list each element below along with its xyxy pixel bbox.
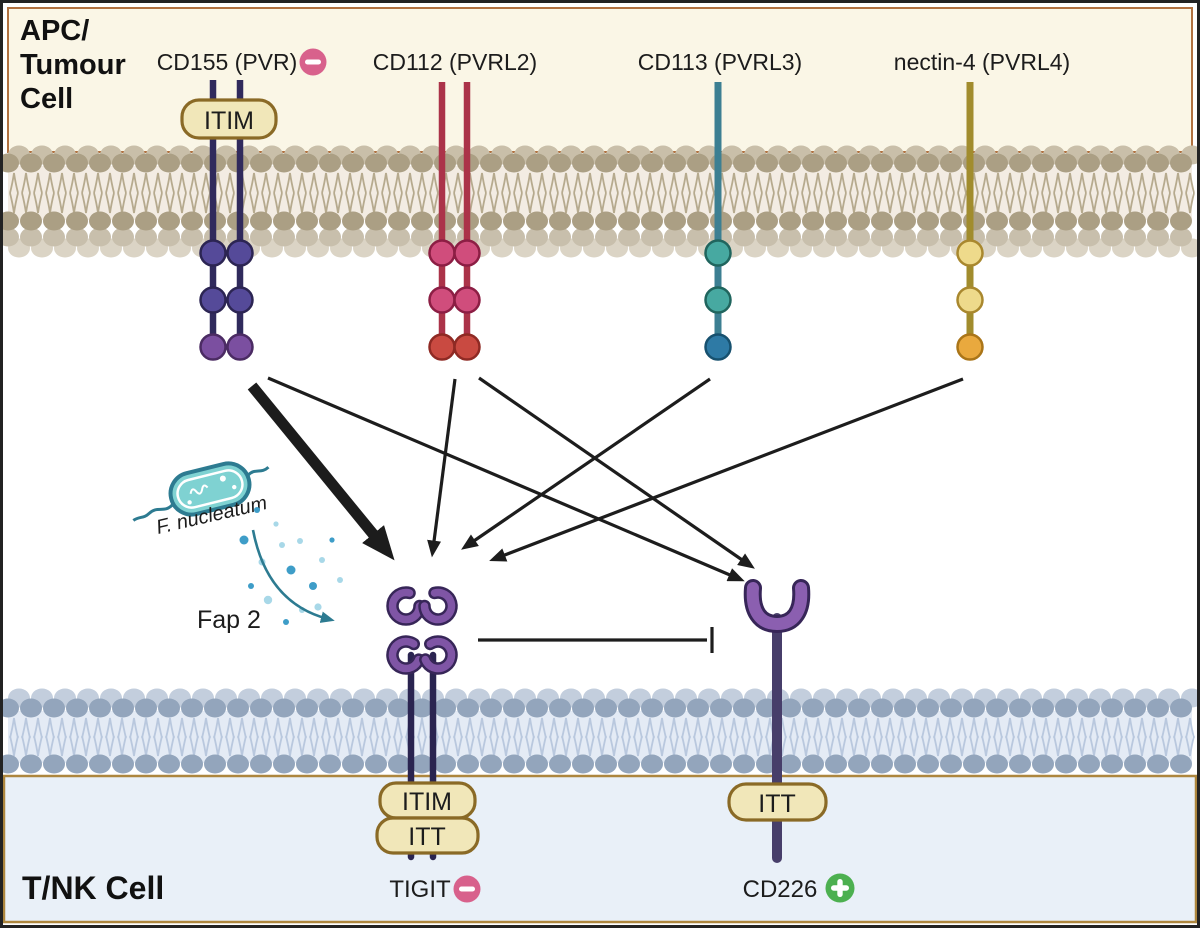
cd112-ig-domains (428, 239, 481, 361)
plus-icon (825, 873, 855, 903)
interaction-arrows (247, 376, 964, 653)
flagellum-right (246, 466, 270, 477)
cd226-label: CD226 (743, 876, 818, 903)
cd155-ig-domains (199, 239, 254, 361)
minus-icon (453, 875, 481, 903)
arrow-cd112-to-cd226 (478, 376, 755, 569)
itt-label-tigit: ITT (408, 823, 446, 851)
cd226-cup (746, 582, 808, 631)
arrow-cd112-to-tigit (427, 378, 457, 558)
tigit-label: TIGIT (389, 876, 451, 903)
bacterium-squiggle (189, 484, 209, 495)
apc-membrane (0, 145, 1200, 258)
cd113-label: CD113 (PVRL3) (638, 49, 802, 75)
nectin4-label: nectin-4 (PVRL4) (894, 49, 1070, 75)
ligand-nectin4 (956, 82, 984, 361)
fap2-label: Fap 2 (197, 606, 261, 634)
nectin4-ig-domains (956, 239, 984, 361)
tnk-cell-label: T/NK Cell (22, 870, 164, 906)
receptor-tigit: ITIM ITT (375, 586, 480, 861)
ligand-cd112 (428, 82, 481, 361)
itt-label-cd226: ITT (758, 790, 796, 818)
ligand-cd155: ITIM (180, 80, 278, 361)
fap2-secretion: Fap 2 (197, 507, 343, 634)
itim-label-cd155: ITIM (204, 107, 254, 135)
bacterium-inner-ring (176, 469, 244, 509)
tnk-cell-region (2, 774, 1198, 924)
apc-cell-label: APC/ Tumour Cell (20, 15, 126, 115)
cd113-ig-domains (704, 239, 732, 361)
cd112-label: CD112 (PVRL2) (373, 49, 537, 75)
svg-text:Cell: Cell (20, 83, 73, 115)
itim-label-tigit: ITIM (402, 788, 452, 816)
itt-box-cd226 (727, 782, 828, 822)
arrow-cd113-to-tigit (461, 377, 711, 550)
flagellum-left (132, 503, 174, 522)
inhibition-tbar-tigit-to-cd226 (478, 627, 714, 653)
ligand-cd113 (704, 82, 732, 361)
tigit-ig-arcs (386, 586, 458, 675)
fap2-arrow (251, 529, 335, 623)
tnk-membrane (0, 688, 1200, 774)
arrow-cd155-to-cd226 (267, 376, 745, 582)
itim-box-cd155 (180, 98, 278, 140)
minus-icon (299, 48, 327, 76)
itt-box-tigit (375, 816, 480, 855)
svg-text:Tumour: Tumour (20, 49, 126, 81)
arrow-nectin4-to-tigit (489, 377, 964, 562)
receptor-cd226: ITT (727, 579, 828, 863)
svg-text:APC/: APC/ (20, 15, 89, 47)
cd155-label: CD155 (PVR) (157, 49, 298, 75)
fap2-secretion-dots (239, 507, 343, 625)
arrow-cd155-to-tigit-strong (247, 382, 395, 561)
